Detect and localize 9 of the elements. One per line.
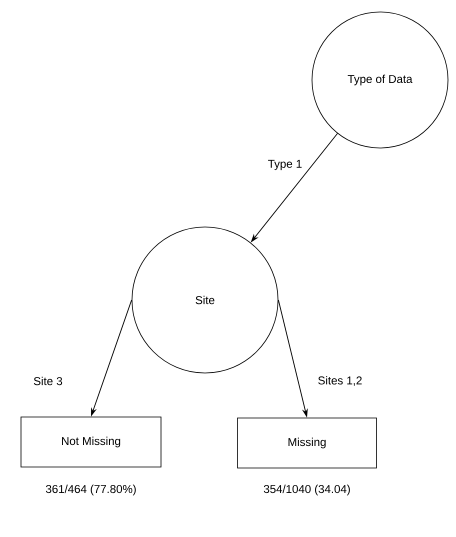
result-text: 354/1040 (34.04) [264, 484, 350, 496]
process-box: Missing [237, 418, 377, 468]
edge-label: Sites 1,2 [316, 375, 364, 387]
result-text: 361/464 (77.80%) [46, 484, 136, 496]
edge-label: Site 3 [32, 376, 64, 386]
edge-label: Type 1 [266, 158, 304, 172]
process-box: Not Missing [20, 416, 162, 468]
circle-node: Site [132, 226, 278, 374]
circle-node: Type of Data [312, 12, 448, 148]
